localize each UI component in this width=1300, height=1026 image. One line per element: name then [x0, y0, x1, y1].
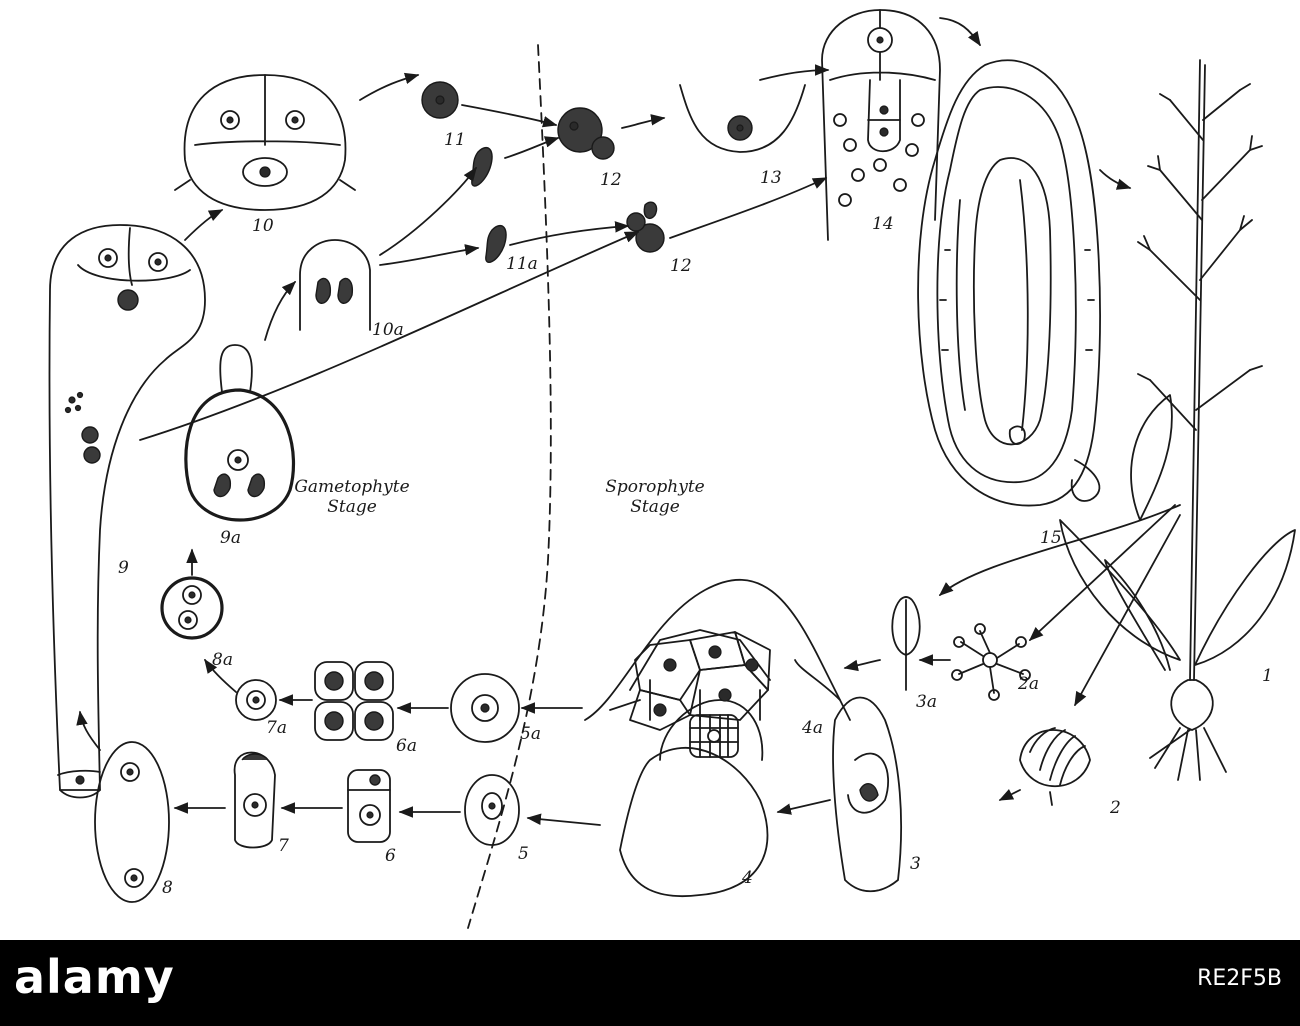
sporangium-tissue-figure — [584, 578, 851, 731]
zygote-13 — [679, 84, 806, 153]
ovary-section-figure — [794, 659, 903, 893]
figure-label-10: 10 — [252, 216, 274, 236]
endosperm-embryo-14 — [821, 9, 941, 241]
stamen-figure — [891, 596, 921, 691]
egg-cell-11 — [421, 81, 459, 119]
megaspore-row-6 — [347, 769, 391, 843]
figure-label-3: 3 — [910, 854, 921, 874]
figure-label-6: 6 — [385, 846, 396, 866]
figure-label-11a: 11a — [506, 254, 538, 274]
stage-divider — [467, 44, 552, 929]
figure-label-9: 9 — [118, 558, 129, 578]
pollen-grain-8a — [160, 576, 224, 640]
fruit-head-figure — [1019, 727, 1091, 806]
spore-tetrad-6a — [314, 661, 394, 741]
cycle-arrows — [76, 17, 1181, 826]
microspore-7a — [235, 679, 277, 721]
figure-label-12-bottom: 12 — [670, 256, 692, 276]
fertilization-12-bottom — [626, 201, 665, 253]
pollen-tube-tip-10a — [299, 239, 371, 331]
megaspore-mother-cell-5 — [464, 774, 520, 846]
life-cycle-drawing — [48, 9, 1296, 929]
figure-label-14: 14 — [872, 214, 894, 234]
embryo-sac-8 — [94, 741, 170, 903]
figure-label-13: 13 — [760, 168, 782, 188]
figure-label-2a: 2a — [1018, 674, 1039, 694]
megaspore-7 — [233, 751, 276, 849]
figure-label-9a: 9a — [220, 528, 241, 548]
figure-label-8: 8 — [162, 878, 173, 898]
figure-label-7: 7 — [278, 836, 289, 856]
figure-label-15: 15 — [1040, 528, 1062, 548]
watermark-footer: alamy RE2F5B — [0, 940, 1300, 1026]
ovule-figure — [619, 699, 769, 898]
figure-label-5a: 5a — [520, 724, 541, 744]
flower-diagram — [951, 623, 1031, 701]
figure-label-11: 11 — [444, 130, 466, 150]
sperm-cells-11a — [471, 147, 507, 264]
germinating-pollen-9a — [184, 344, 296, 522]
figure-label-7a: 7a — [266, 718, 287, 738]
figure-label-10a: 10a — [372, 320, 404, 340]
gametophyte-stage-label: Gametophyte Stage — [294, 477, 410, 517]
figure-label-4a: 4a — [802, 718, 823, 738]
egg-apparatus-10 — [174, 74, 356, 211]
figure-label-5: 5 — [518, 844, 529, 864]
figure-label-1: 1 — [1262, 666, 1273, 686]
spore-mother-cell-5a — [450, 673, 520, 743]
figure-label-12-top: 12 — [600, 170, 622, 190]
plant-figure — [1059, 59, 1296, 781]
figure-label-3a: 3a — [916, 692, 937, 712]
figure-label-6a: 6a — [396, 736, 417, 756]
seed-section-15 — [917, 59, 1101, 507]
alamy-logo: alamy — [14, 950, 175, 1004]
figure-label-4: 4 — [742, 868, 753, 888]
fertilization-12-top — [557, 107, 615, 160]
figure-label-2: 2 — [1110, 798, 1121, 818]
stock-image-id: RE2F5B — [1197, 966, 1282, 991]
embryo-sac-9 — [48, 224, 206, 799]
sporophyte-stage-label: Sporophyte Stage — [605, 477, 705, 517]
life-cycle-plate: 1 2 2a 3 3a 4 4a 5 5a 6 6a 7 7a 8 8a 9 9… — [48, 9, 1296, 929]
figure-label-8a: 8a — [212, 650, 233, 670]
